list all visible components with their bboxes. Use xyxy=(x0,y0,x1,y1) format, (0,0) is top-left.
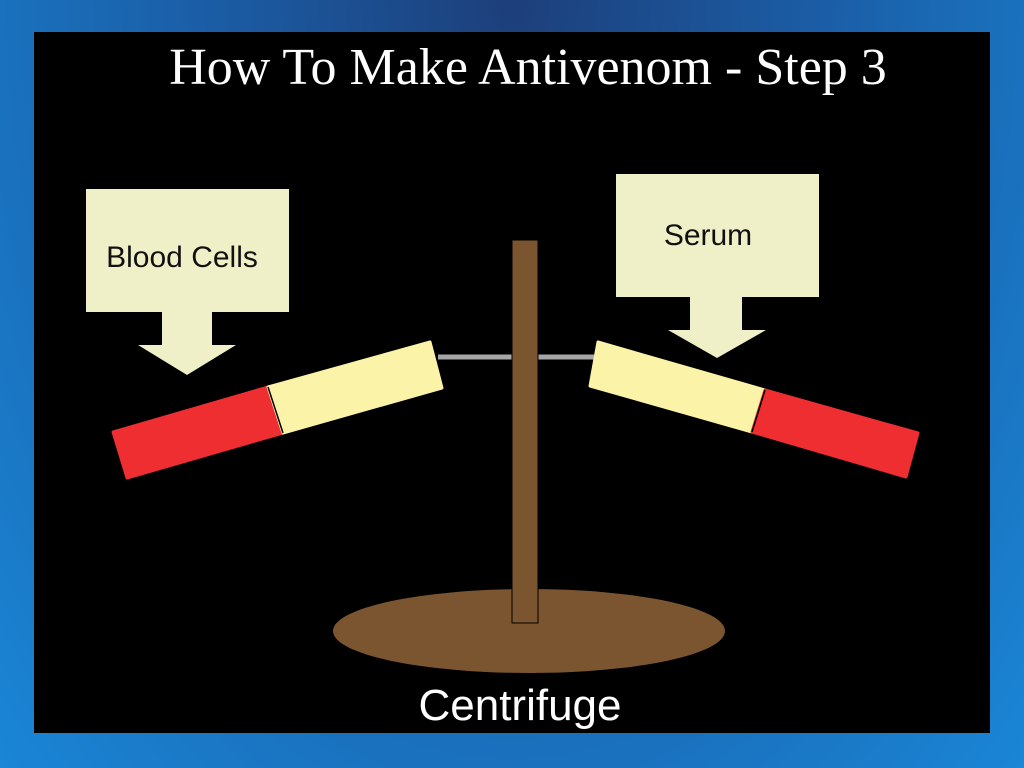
centrifuge-caption: Centrifuge xyxy=(418,681,621,730)
right-test-tube xyxy=(588,340,920,479)
centrifuge-base xyxy=(333,589,725,673)
serum-layer xyxy=(266,340,444,435)
left-test-tube xyxy=(111,340,444,480)
slide-title: How To Make Antivenom - Step 3 xyxy=(169,39,887,96)
serum-callout: Serum xyxy=(616,174,819,358)
centrifuge-pole xyxy=(511,239,539,624)
blood-cells-label: Blood Cells xyxy=(106,241,258,274)
serum-layer xyxy=(588,340,767,434)
blood-cells-layer xyxy=(111,385,285,480)
serum-label: Serum xyxy=(664,219,752,252)
blood-cells-callout: Blood Cells xyxy=(86,189,289,375)
blood-cells-layer xyxy=(750,388,920,479)
